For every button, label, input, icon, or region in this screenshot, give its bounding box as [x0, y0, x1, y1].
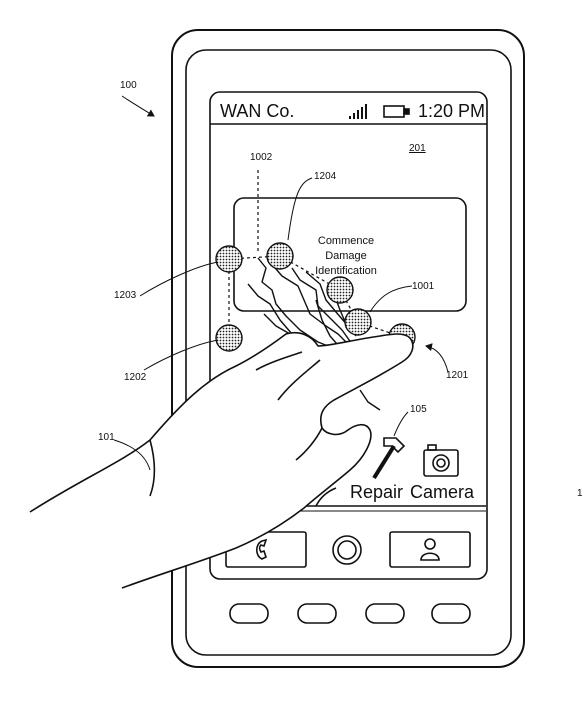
ref-hand: 101 [98, 432, 115, 443]
hardware-button-3[interactable] [365, 603, 405, 624]
status-carrier: WAN Co. [220, 101, 295, 121]
hammer-icon [372, 437, 406, 480]
person-icon [420, 538, 440, 561]
dialog-line-1: Commence [317, 235, 375, 247]
ref-device: 100 [120, 80, 137, 91]
ref-touch-point-1202: 1202 [124, 372, 147, 383]
ref-crack-start: 1001 [412, 281, 435, 292]
touch-point-1203 [215, 245, 243, 273]
battery-icon [383, 105, 410, 118]
ref-partial-right: 1 [577, 488, 583, 499]
touch-point-1001b [344, 308, 372, 336]
hardware-button-2[interactable] [297, 603, 337, 624]
ref-crack-line: 1002 [250, 152, 273, 163]
ref-touch-point-1203: 1203 [114, 290, 137, 301]
ref-repair-app: 105 [410, 404, 427, 415]
ref-screen: 201 [409, 143, 426, 154]
phone-handset-icon [255, 538, 268, 560]
app-camera-label[interactable]: Camera [410, 482, 475, 502]
device-inner-frame [185, 49, 512, 656]
touch-point-1001 [326, 276, 354, 304]
touch-point-1204 [266, 242, 294, 270]
device-outer-frame [171, 29, 525, 668]
dialog-line-3: Identification [315, 265, 377, 277]
app-repair-label[interactable]: Repair [350, 482, 404, 502]
home-circle-icon[interactable] [332, 535, 362, 565]
ref-touch-point-1201: 1201 [446, 370, 469, 381]
camera-icon [423, 444, 459, 477]
ref-touch-point-1204: 1204 [314, 171, 337, 182]
dock-contacts-button[interactable] [389, 531, 471, 568]
status-time: 1:20 PM [418, 101, 486, 121]
hardware-button-4[interactable] [431, 603, 471, 624]
signal-bars-icon [349, 104, 367, 119]
damage-dialog-prompt[interactable]: Commence Damage Identification [291, 234, 401, 279]
hardware-button-1[interactable] [229, 603, 269, 624]
touch-point-1202 [215, 324, 243, 352]
dialog-line-2: Damage [325, 250, 367, 262]
hand-illustration [29, 331, 414, 589]
screen-outline [209, 91, 488, 580]
